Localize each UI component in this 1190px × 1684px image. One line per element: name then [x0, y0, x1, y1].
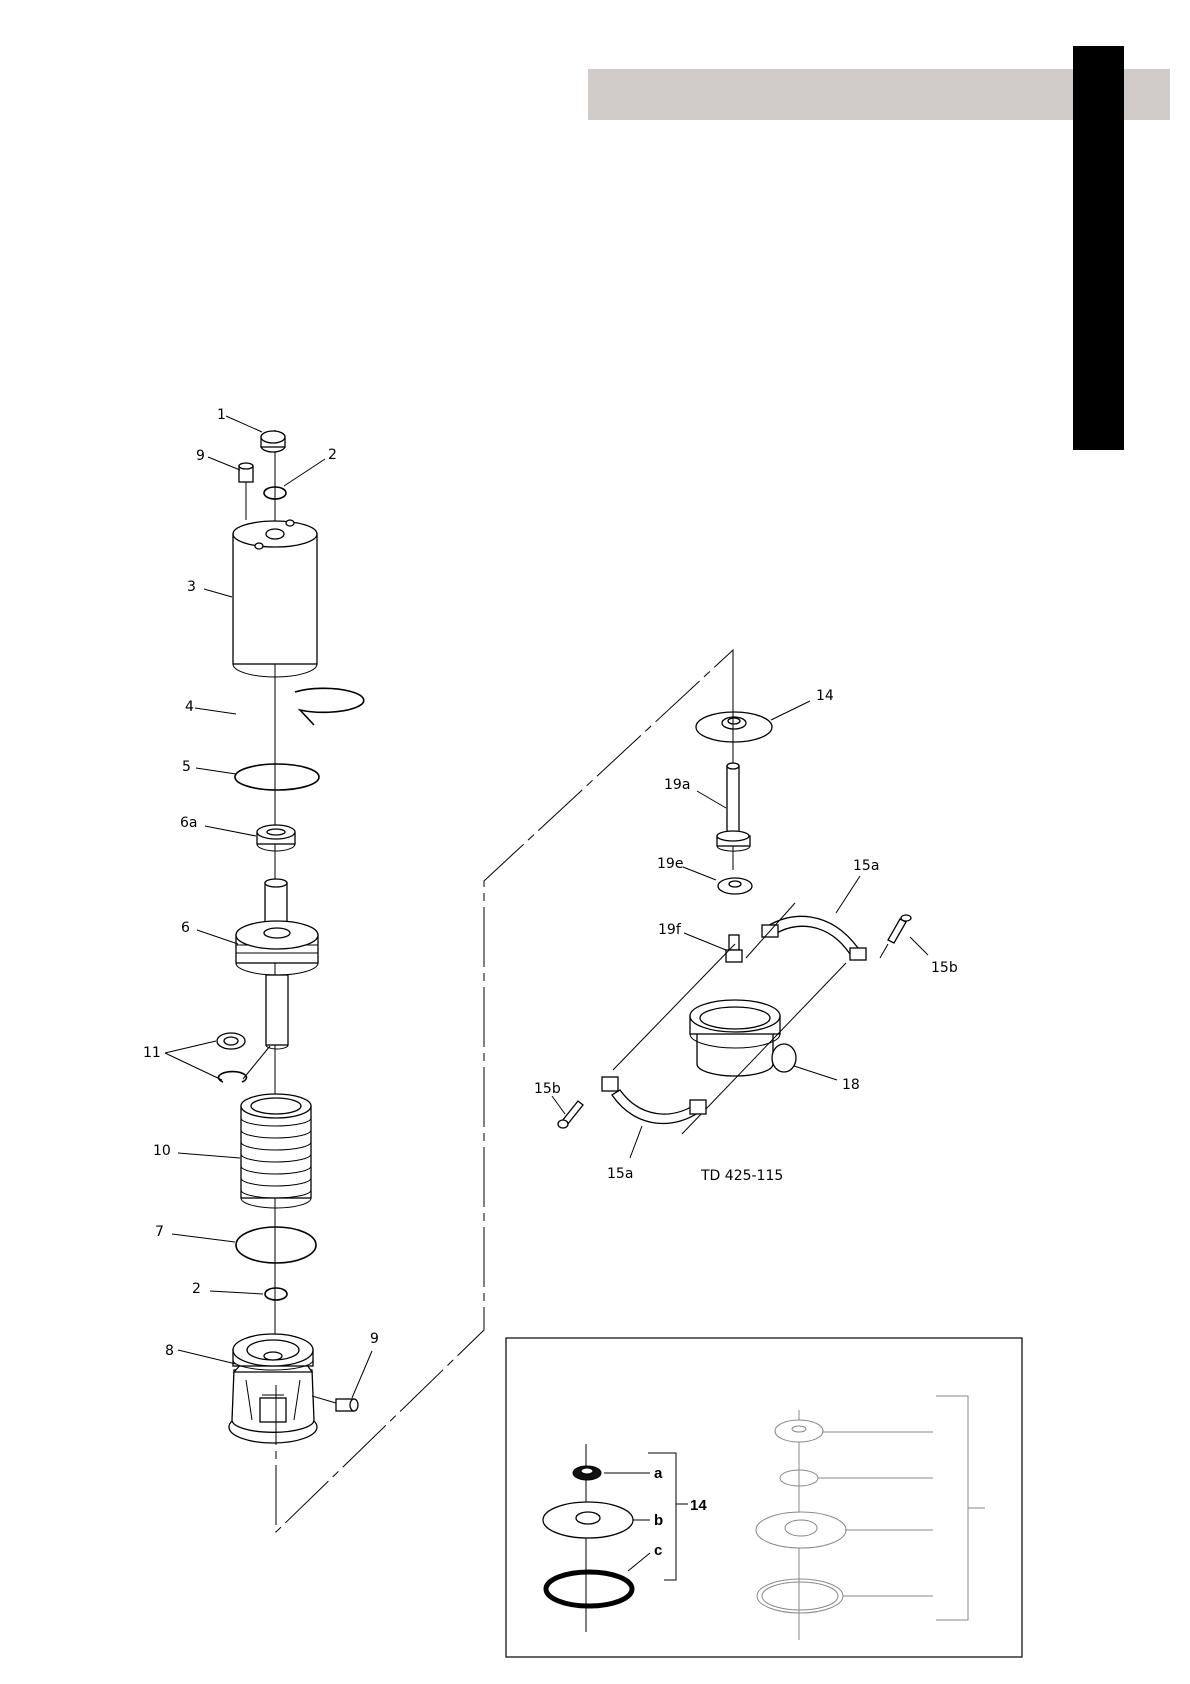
label-15b-left: 15b: [534, 1081, 561, 1097]
part-19a-stem: [717, 763, 750, 851]
label-7: 7: [155, 1224, 164, 1240]
part-18-housing: [690, 1000, 796, 1076]
part-6-piston: [236, 879, 318, 1049]
inset-detail-box: [506, 1338, 1022, 1657]
inset-part-14b-disc: [543, 1502, 633, 1538]
part-9-top-plug: [239, 463, 253, 482]
label-10: 10: [153, 1143, 171, 1159]
part-4-retaining-ring: [295, 688, 364, 725]
inset-label-a: a: [654, 1465, 663, 1482]
inset-ghost-bracket: [936, 1396, 968, 1620]
drawing-number: TD 425-115: [700, 1168, 783, 1184]
part-15a-bottom-clamp: [602, 1077, 706, 1124]
label-15b-right: 15b: [931, 960, 958, 976]
part-19e-washer: [718, 878, 752, 894]
part-1-cap: [261, 431, 285, 452]
label-2-top: 2: [328, 447, 337, 463]
part-6a-bushing: [257, 825, 295, 851]
inset-part-14c-ring: [546, 1572, 632, 1606]
label-5: 5: [182, 759, 191, 775]
part-19f-nut: [726, 935, 742, 962]
label-19f: 19f: [658, 922, 682, 938]
part-10-spring: [241, 1094, 311, 1208]
label-19a: 19a: [664, 777, 690, 793]
label-6a: 6a: [180, 815, 198, 831]
label-3: 3: [187, 579, 196, 595]
label-4: 4: [185, 699, 194, 715]
label-9-top: 9: [196, 448, 205, 464]
label-9-bottom: 9: [370, 1331, 379, 1347]
inset-ghost-ring: [757, 1579, 843, 1613]
part-9-bottom-plug: [312, 1396, 358, 1411]
inset-part-14a-seal: [573, 1466, 601, 1480]
part-3-cylinder: [233, 520, 317, 677]
inset-ghost-washer: [775, 1420, 823, 1442]
label-18: 18: [842, 1077, 860, 1093]
inset-ghost-disc: [756, 1512, 846, 1548]
label-15a-bottom: 15a: [607, 1166, 633, 1182]
label-1: 1: [217, 407, 226, 423]
label-11: 11: [143, 1045, 161, 1061]
part-2-bottom-oring: [265, 1288, 287, 1300]
label-15a-top: 15a: [853, 858, 879, 874]
inset-label-b: b: [654, 1512, 663, 1529]
inset-label-c: c: [654, 1542, 662, 1559]
part-15b-left-screw: [558, 1101, 583, 1128]
label-6: 6: [181, 920, 190, 936]
inset-label-14: 14: [690, 1497, 707, 1514]
part-5-ring: [235, 764, 319, 790]
part-11-bushing-and-clip: [217, 1033, 246, 1082]
part-14-disc: [696, 712, 772, 742]
part-8-base-body: [229, 1334, 317, 1443]
label-14: 14: [816, 688, 834, 704]
part-7-oring: [236, 1227, 316, 1263]
label-8: 8: [165, 1343, 174, 1359]
label-2-bottom: 2: [192, 1281, 201, 1297]
part-15b-right-screw: [888, 915, 911, 943]
label-19e: 19e: [657, 856, 683, 872]
